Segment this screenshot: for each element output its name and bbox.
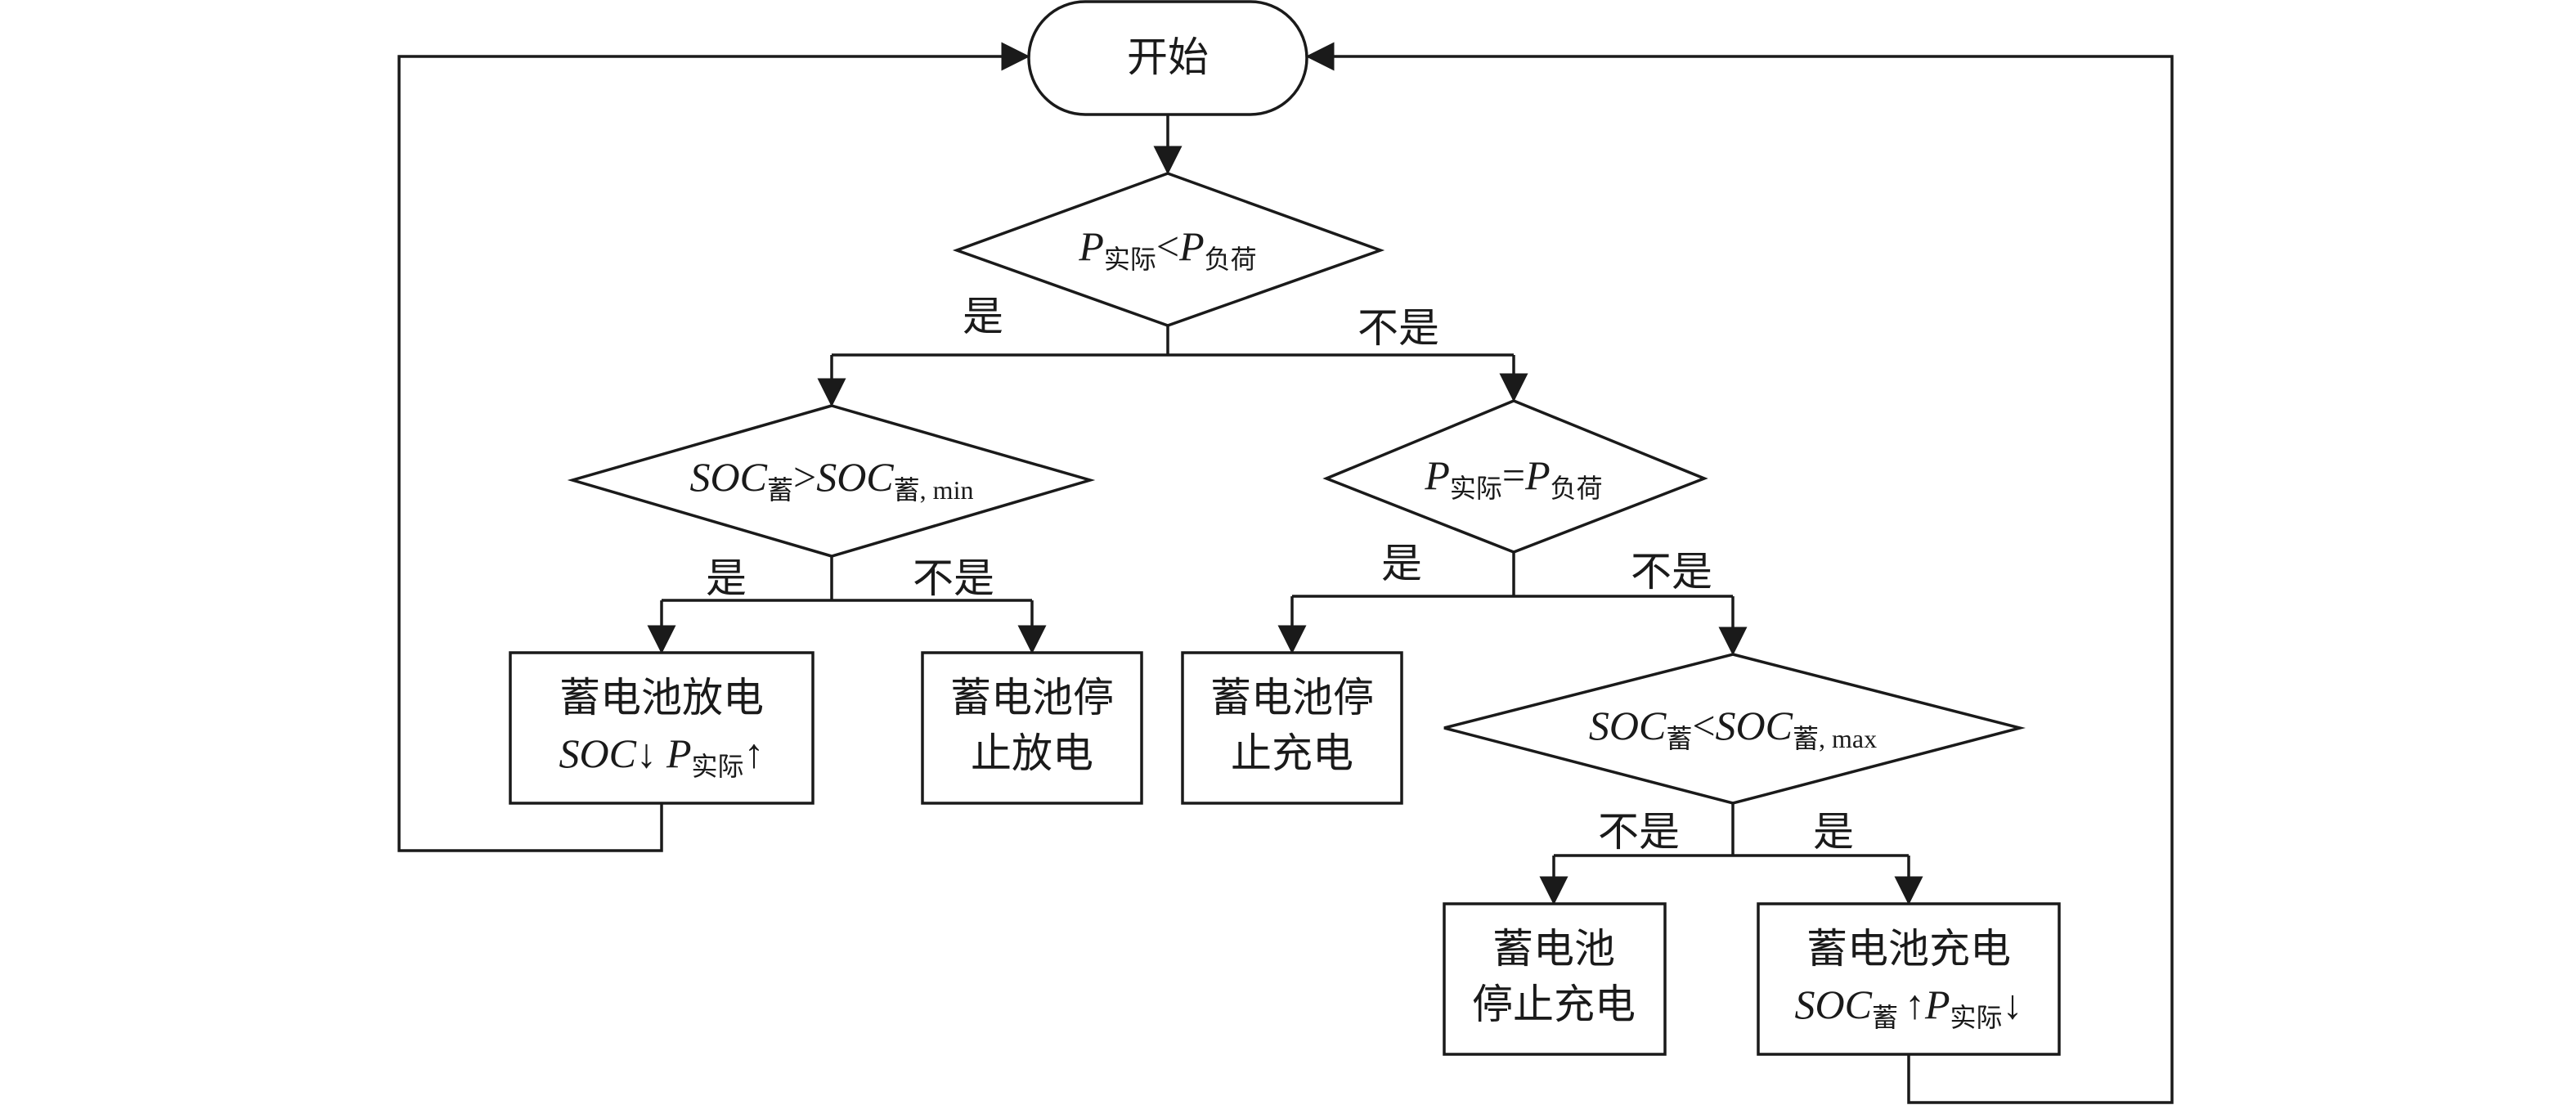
box-discharge-line1: 蓄电池放电 <box>559 675 764 721</box>
decision-4-text: SOC蓄<SOC蓄, max <box>1589 703 1877 753</box>
box-discharge-line2: SOC↓P实际↑ <box>559 730 764 781</box>
box-stop-charge-a-line2: 止充电 <box>1231 730 1353 776</box>
edge-charge-loop <box>1305 42 2174 1104</box>
decision-3-text: P实际=P负荷 <box>1424 452 1602 503</box>
box-stop-charge-b <box>1443 902 1667 1056</box>
box-discharge <box>509 651 815 805</box>
box-stop-charge-a-line1: 蓄电池停 <box>1210 675 1374 721</box>
decision-4-no-label: 不是 <box>1598 809 1680 855</box>
decision-2-text: SOC蓄>SOC蓄, min <box>690 454 974 505</box>
decision-2-yes-label: 是 <box>706 555 747 601</box>
box-stop-discharge-line2: 止放电 <box>971 730 1093 776</box>
decision-1-text: P实际<P负荷 <box>1078 223 1256 274</box>
box-charge-line2: SOC蓄↑P实际↓ <box>1794 981 2022 1032</box>
edge-d2-split <box>662 556 1032 602</box>
decision-1-yes-label: 是 <box>963 294 1003 339</box>
box-stop-charge-b-line1: 蓄电池 <box>1492 926 1615 972</box>
box-stop-discharge-line1: 蓄电池停 <box>950 675 1114 721</box>
decision-2-no-label: 不是 <box>913 555 994 601</box>
decision-3-no-label: 不是 <box>1631 549 1712 595</box>
start-label: 开始 <box>1127 34 1209 80</box>
edge-d4-split <box>1554 803 1909 857</box>
edge-d3-split <box>1292 552 1733 598</box>
decision-1-no-label: 不是 <box>1358 305 1439 351</box>
box-charge <box>1757 902 2061 1056</box>
edge-discharge-loop <box>397 42 1030 852</box>
decision-3-yes-label: 是 <box>1381 541 1422 586</box>
box-stop-discharge <box>921 651 1143 805</box>
box-charge-line1: 蓄电池充电 <box>1806 926 2011 972</box>
decision-4-yes-label: 是 <box>1813 809 1854 855</box>
box-stop-charge-b-line2: 停止充电 <box>1472 981 1636 1027</box>
edge-d1-split <box>832 326 1514 357</box>
box-stop-charge-a <box>1181 651 1403 805</box>
